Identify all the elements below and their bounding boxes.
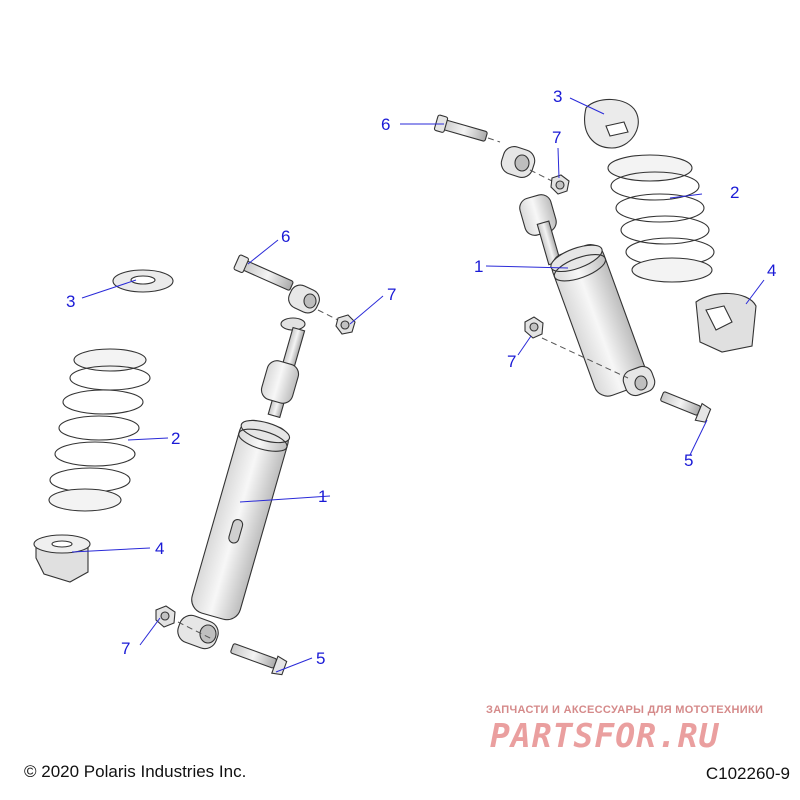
left-lower-axis (177, 621, 215, 641)
right-spring-retainer (584, 98, 639, 149)
right-lower-axis (541, 337, 629, 379)
callout-right-bolt-upper: 6 (381, 115, 390, 134)
callout-left-spring: 2 (171, 429, 180, 448)
callout-right-spring: 2 (730, 183, 739, 202)
left-upper-eye (288, 284, 320, 314)
callout-right-nut-lower: 7 (507, 352, 516, 371)
figure-id: C102260-9 (705, 764, 790, 783)
callout-left-seat: 4 (155, 539, 164, 558)
callout-left-retainer: 3 (66, 292, 75, 311)
callout-left-bolt-lower: 5 (316, 649, 325, 668)
callout-labels: 1 2 3 4 5 6 7 7 1 2 3 4 5 6 7 7 (66, 87, 776, 668)
left-upper-bolt (233, 254, 294, 291)
callout-right-retainer: 3 (553, 87, 562, 106)
callout-right-shock: 1 (474, 257, 483, 276)
watermark-tagline: ЗАПЧАСТИ И АКСЕССУАРЫ ДЛЯ МОТОТЕХНИКИ (486, 704, 764, 716)
left-upper-nut (335, 314, 356, 335)
right-lower-bolt (660, 391, 712, 423)
copyright-text: © 2020 Polaris Industries Inc. (24, 762, 247, 781)
right-lower-nut (524, 316, 544, 339)
right-upper-bolt (433, 114, 488, 142)
right-upper-eye (500, 146, 536, 178)
callout-right-seat: 4 (767, 261, 776, 280)
callout-left-shock: 1 (318, 487, 327, 506)
left-spring (48, 348, 151, 512)
right-upper-nut (550, 174, 570, 195)
callout-right-bolt-lower: 5 (684, 451, 693, 470)
right-upper-axis (487, 137, 501, 143)
left-shock-assembly (33, 254, 356, 676)
callout-left-nut-lower: 7 (121, 639, 130, 658)
callout-left-bolt-upper: 6 (281, 227, 290, 246)
callout-right-nut-upper: 7 (552, 128, 561, 147)
leader-lines (71, 97, 765, 673)
callout-left-nut-upper: 7 (387, 285, 396, 304)
right-upper-axis-2 (529, 169, 553, 182)
right-lower-eye (622, 365, 656, 397)
right-spring-seat (695, 292, 757, 353)
left-upper-axis (317, 309, 341, 322)
left-lower-nut (155, 605, 176, 628)
left-lower-bolt (230, 643, 288, 676)
right-spring (607, 154, 715, 283)
left-bump-stop (260, 360, 300, 404)
right-bump-stop (519, 194, 557, 236)
left-spring-seat (33, 534, 91, 583)
watermark-logo: PARTSFOR.RU (490, 716, 720, 755)
left-spring-retainer (112, 269, 174, 293)
left-shock-body (191, 419, 291, 621)
